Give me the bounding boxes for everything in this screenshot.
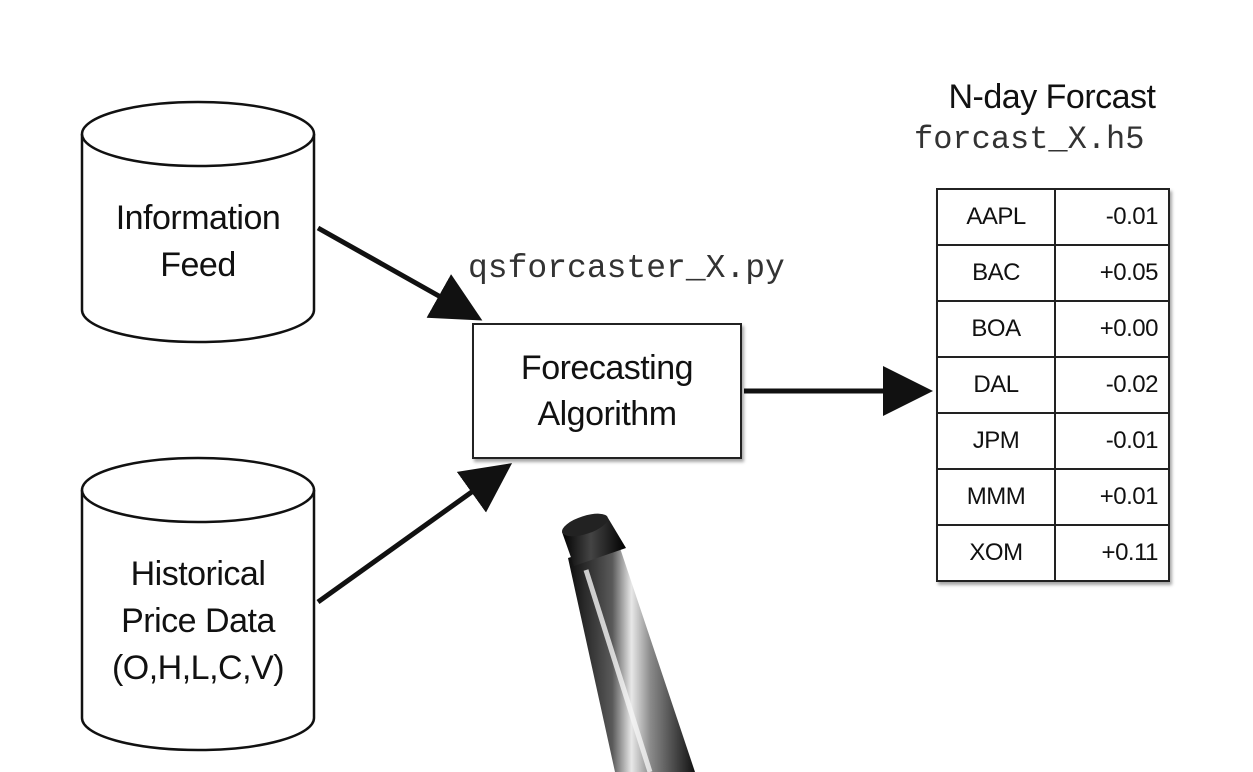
historical-data-line: Price Data: [121, 602, 275, 640]
table-row: BAC +0.05: [936, 244, 1170, 302]
symbol-cell: BAC: [936, 244, 1056, 302]
symbol-cell: JPM: [936, 412, 1056, 470]
forecast-table: AAPL -0.01 BAC +0.05 BOA +0.00 DAL -0.02…: [936, 188, 1170, 582]
information-feed-cylinder-icon: [80, 100, 316, 344]
value-cell: -0.01: [1054, 412, 1170, 470]
table-row: JPM -0.01: [936, 412, 1170, 470]
historical-data-line: Historical: [130, 555, 266, 593]
value-cell: -0.02: [1054, 356, 1170, 414]
table-row: XOM +0.11: [936, 524, 1170, 582]
table-row: BOA +0.00: [936, 300, 1170, 358]
arrow-feed-to-algorithm-icon: [316, 225, 483, 321]
symbol-cell: MMM: [936, 468, 1056, 526]
algorithm-label-line: Forecasting: [520, 349, 694, 387]
information-feed-line: Information: [115, 199, 281, 237]
symbol-cell: BOA: [936, 300, 1056, 358]
information-feed-label: Information Feed: [82, 195, 314, 289]
historical-price-data-label: Historical Price Data (O,H,L,C,V): [82, 551, 314, 692]
historical-data-cylinder-icon: [80, 456, 316, 752]
value-cell: +0.00: [1054, 300, 1170, 358]
symbol-cell: DAL: [936, 356, 1056, 414]
symbol-cell: XOM: [936, 524, 1056, 582]
output-title: N-day Forcast: [948, 78, 1157, 116]
algorithm-label-line: Algorithm: [537, 395, 677, 433]
arrow-history-to-algorithm-icon: [316, 463, 513, 605]
table-row: AAPL -0.01: [936, 188, 1170, 246]
pen-icon: [562, 513, 695, 772]
value-cell: +0.11: [1054, 524, 1170, 582]
information-feed-line: Feed: [160, 246, 236, 284]
value-cell: -0.01: [1054, 188, 1170, 246]
value-cell: +0.05: [1054, 244, 1170, 302]
symbol-cell: AAPL: [936, 188, 1056, 246]
algorithm-script-filename: qsforcaster_X.py: [468, 250, 785, 287]
output-filename: forcast_X.h5: [914, 121, 1145, 158]
table-row: MMM +0.01: [936, 468, 1170, 526]
forecasting-algorithm-box: Forecasting Algorithm: [472, 323, 742, 459]
value-cell: +0.01: [1054, 468, 1170, 526]
table-row: DAL -0.02: [936, 356, 1170, 414]
historical-data-line: (O,H,L,C,V): [111, 649, 285, 687]
